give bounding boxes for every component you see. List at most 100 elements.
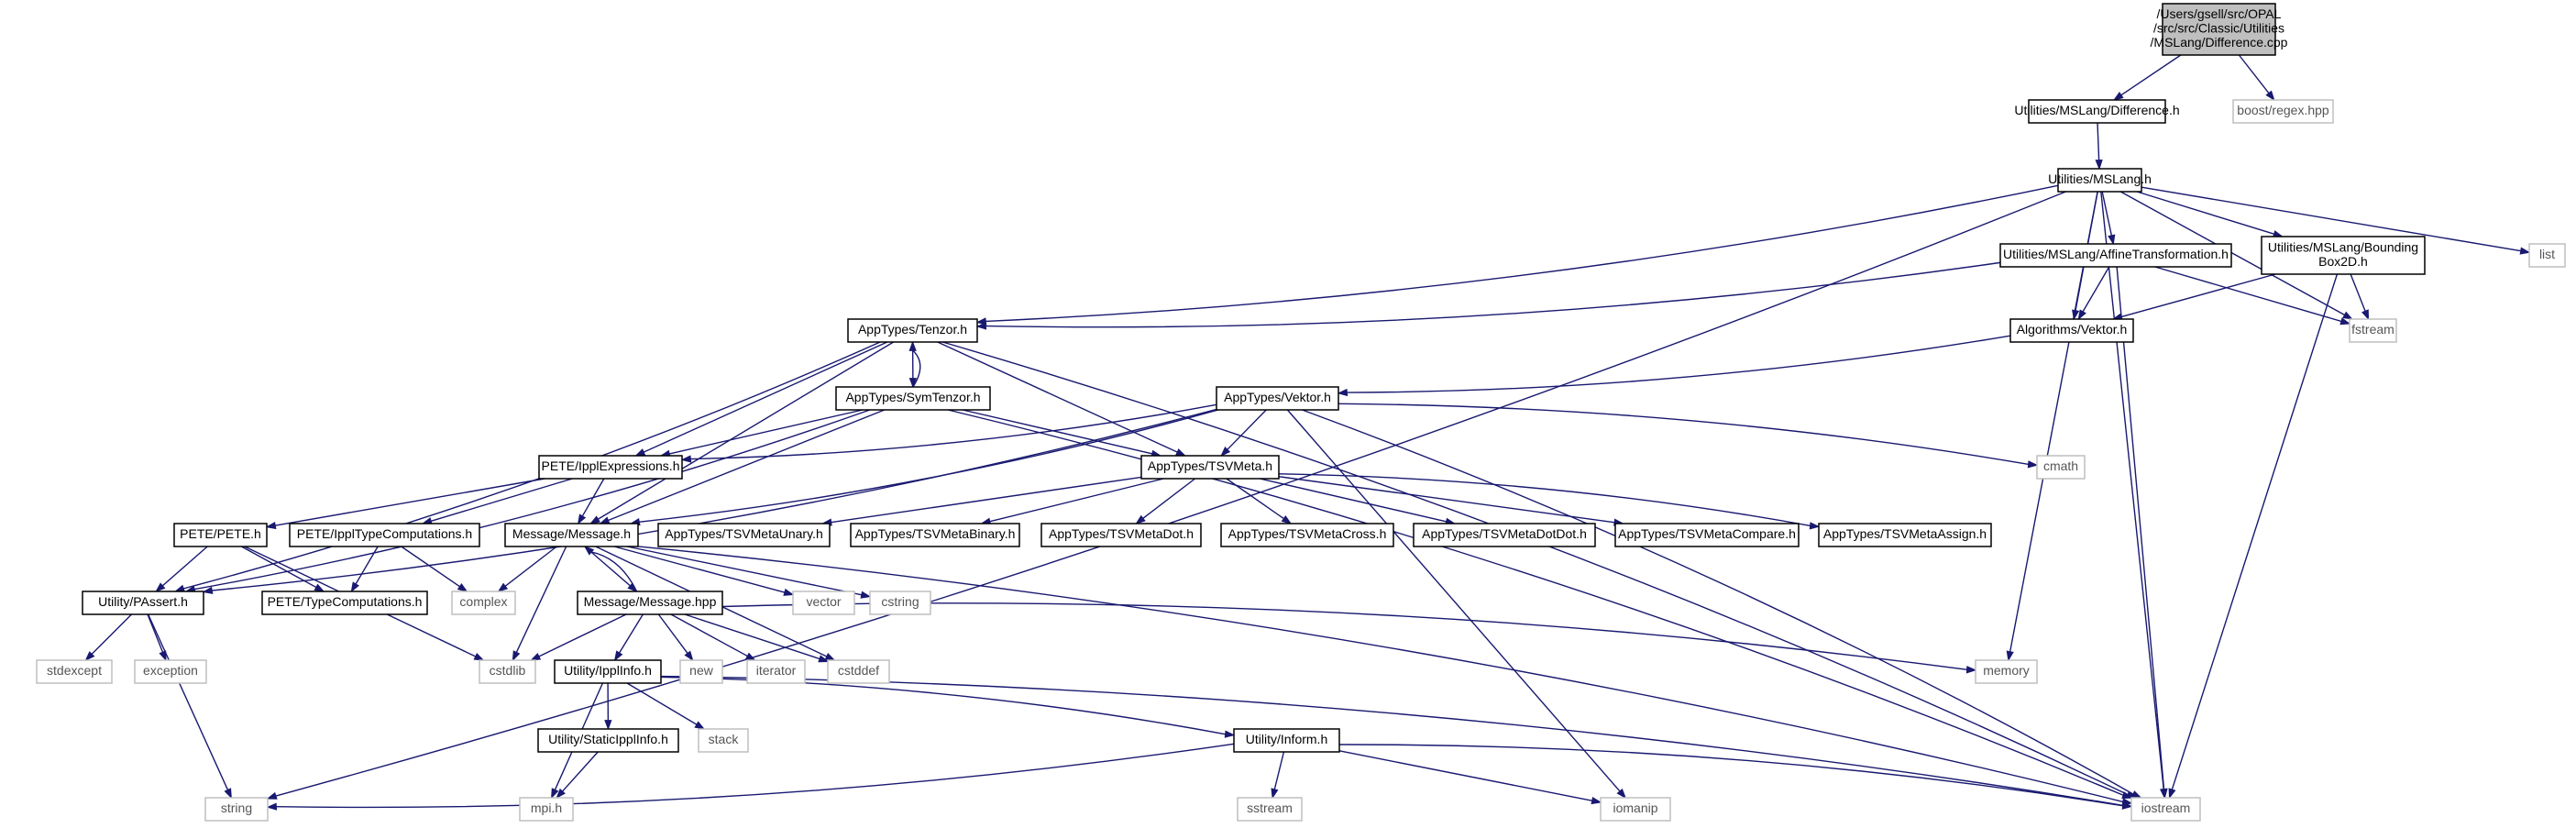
arrowhead-ipplinfo_h-to-inform_h [1224,730,1236,738]
node-box-mslang_h [2057,168,2142,193]
node-message_hpp[interactable]: Message/Message.hpp [577,591,723,615]
arrowhead-pete_h-to-passert_h [155,582,166,592]
arrowhead-ipplexpr_h-to-pete_h [265,521,277,530]
node-label-exception: exception [143,663,198,678]
node-box-tsvcross_h [1220,523,1394,547]
node-exception: exception [134,659,207,684]
arrowhead-symtenzor_h-to-iostream [2121,791,2133,800]
node-mslang_h[interactable]: Utilities/MSLang.h [2048,168,2152,193]
node-staticipplinfo_h[interactable]: Utility/StaticIpplInfo.h [537,728,679,753]
node-box-cstddef [827,659,890,684]
node-typecomp_h[interactable]: PETE/TypeComputations.h [261,591,428,615]
node-vektor_h[interactable]: AppTypes/Vektor.h [1216,386,1339,411]
node-message_h[interactable]: Message/Message.h [504,523,639,547]
node-difference_h[interactable]: Utilities/MSLang/Difference.h [2014,99,2180,124]
node-tsvbinary_h[interactable]: AppTypes/TSVMetaBinary.h [850,523,1020,547]
node-box-boost_regex [2232,99,2334,124]
node-label-iterator: iterator [756,663,797,678]
node-label-staticipplinfo_h: Utility/StaticIpplInfo.h [548,732,668,746]
node-label-bbox_h: Utilities/MSLang/Bounding [2268,239,2418,254]
node-box-fstream [2349,318,2397,343]
edge-vektor_h-to-cmath [1338,403,2030,466]
node-box-memory [1975,659,2038,684]
node-label-tsvcross_h: AppTypes/TSVMetaCross.h [1228,526,1387,541]
node-tsvassign_h[interactable]: AppTypes/TSVMetaAssign.h [1818,523,1992,547]
node-inform_h[interactable]: Utility/Inform.h [1233,728,1340,753]
node-box-sstream [1237,797,1303,822]
node-label-tsvcompare_h: AppTypes/TSVMetaCompare.h [1618,526,1796,541]
node-label-iomanip: iomanip [1613,800,1657,815]
node-tenzor_h[interactable]: AppTypes/Tenzor.h [847,318,978,343]
node-box-iterator [746,659,806,684]
node-iterator: iterator [746,659,806,684]
node-label-symtenzor_h: AppTypes/SymTenzor.h [845,390,980,404]
node-affine_h[interactable]: Utilities/MSLang/AffineTransformation.h [1999,243,2232,268]
edge-root-to-difference_h [2120,54,2182,96]
arrowhead-ipplinfo_h-to-staticipplinfo_h [604,720,612,731]
node-label-tsvunary_h: AppTypes/TSVMetaUnary.h [665,526,822,541]
edge-message_h-to-vector [613,546,786,593]
node-box-bbox_h [2261,236,2426,275]
node-label-tenzor_h: AppTypes/Tenzor.h [858,322,967,337]
edge-affine_h-to-tenzor_h [985,261,2001,328]
node-vektor_alg_h[interactable]: Algorithms/Vektor.h [2009,318,2134,343]
edge-ipplinfo_h-to-stack [626,682,698,725]
edge-vektor_h-to-iostream [1302,409,2134,795]
node-symtenzor_h[interactable]: AppTypes/SymTenzor.h [835,386,991,411]
edge-mslang_h-to-fstream [2119,191,2346,316]
arrowhead-ipplexpr_h-to-message_h [577,513,587,525]
arrowhead-passert_h-to-string [224,788,232,800]
node-pete_h[interactable]: PETE/PETE.h [173,523,268,547]
dependency-edges [84,54,2531,811]
node-box-iomanip [1600,797,1671,822]
arrowhead-tenzor_h-to-message_h [589,515,600,524]
arrowhead-ipplinfo_h-to-mpi_h [550,788,559,800]
node-label-root: /src/src/Classic/Utilities [2153,21,2284,36]
edge-mslang_h-to-iostream [2100,191,2164,790]
node-cstddef: cstddef [827,659,890,684]
node-label-iostream: iostream [2141,800,2191,815]
edge-affine_h-to-vektor_alg_h [2082,266,2110,313]
arrowhead-affine_h-to-iostream [2160,788,2168,800]
node-tsvdotdot_h[interactable]: AppTypes/TSVMetaDotDot.h [1413,523,1596,547]
node-box-vektor_h [1216,386,1339,411]
node-new: new [679,659,723,684]
edge-vektor_h-to-passert_h [211,408,1217,591]
edge-message_hpp-to-new [657,613,688,655]
arrowhead-message_h-to-cstdlib [512,650,521,662]
node-root[interactable]: /Users/gsell/src/OPAL/src/src/Classic/Ut… [2151,3,2288,56]
node-ipplinfo_h[interactable]: Utility/IpplInfo.h [554,659,662,684]
arrowhead-message_hpp-to-memory [1965,666,1977,674]
edge-ipplinfo_h-to-iostream [660,675,2124,807]
edge-tenzor_h-to-ipplexpr_h [643,341,888,453]
node-label-tsvbinary_h: AppTypes/TSVMetaBinary.h [855,526,1016,541]
node-box-exception [134,659,207,684]
edge-message_h-to-iostream [637,546,2124,803]
node-tsvmeta_h[interactable]: AppTypes/TSVMeta.h [1140,455,1280,480]
node-ipplexpr_h[interactable]: PETE/IpplExpressions.h [538,455,683,480]
edge-symtenzor_h-to-iostream [947,409,2124,797]
node-label-ipplinfo_h: Utility/IpplInfo.h [564,663,652,678]
node-label-difference_h: Utilities/MSLang/Difference.h [2014,103,2179,117]
edge-symtenzor_h-to-tsvmeta_h [962,409,1153,455]
node-tsvunary_h[interactable]: AppTypes/TSVMetaUnary.h [657,523,831,547]
node-tsvcross_h[interactable]: AppTypes/TSVMetaCross.h [1220,523,1394,547]
arrowhead-tenzor_h-to-tsvmeta_h [1175,448,1187,457]
node-cstring: cstring [869,591,931,615]
arrowhead-staticipplinfo_h-to-mpi_h [556,788,566,800]
edge-symtenzor_h-to-passert_h [193,409,871,591]
arrowhead-vektor_h-to-cmath [2027,460,2039,469]
arrowhead-passert_h-to-stdexcept [84,651,95,662]
node-tsvcompare_h[interactable]: AppTypes/TSVMetaCompare.h [1614,523,1800,547]
arrowhead-difference_h-to-mslang_h [2095,159,2103,171]
node-passert_h[interactable]: Utility/PAssert.h [82,591,204,615]
node-box-stack [698,728,749,753]
edge-tsvmeta_h-to-tsvassign_h [1278,473,1811,527]
node-ippltypecomp_h[interactable]: PETE/IpplTypeComputations.h [289,523,480,547]
node-tsvdot_h[interactable]: AppTypes/TSVMetaDot.h [1040,523,1202,547]
arrowhead-bbox_h-to-fstream [2361,309,2370,321]
node-box-tenzor_h [847,318,978,343]
node-stack: stack [698,728,749,753]
arrowhead-mslang_h-to-affine_h [2108,234,2116,246]
